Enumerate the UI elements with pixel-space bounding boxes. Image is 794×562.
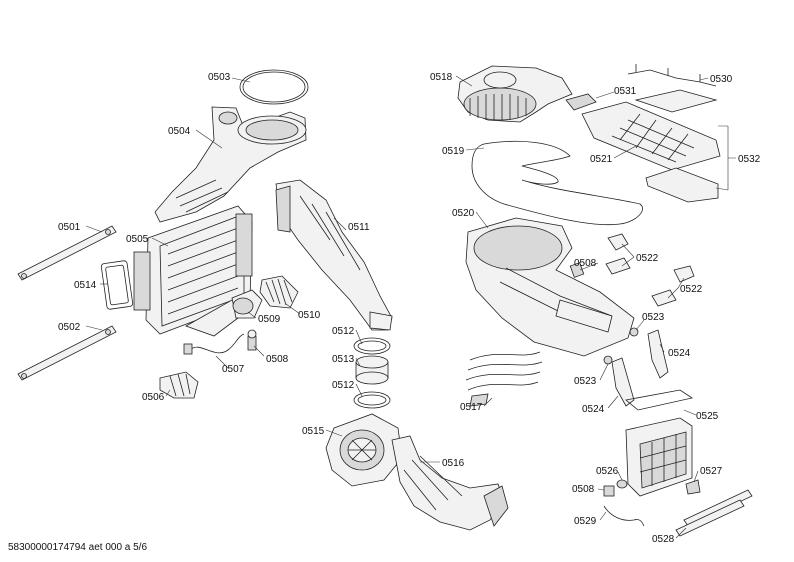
part-0530-cover-plate[interactable] xyxy=(634,89,718,113)
part-0506-elbow-hose[interactable] xyxy=(159,371,199,399)
part-0516-outlet-duct[interactable] xyxy=(391,435,509,531)
label-0508-bottom: 0508 xyxy=(572,484,595,495)
part-0525-water-container[interactable] xyxy=(625,389,694,497)
label-0524-upper: 0524 xyxy=(668,348,691,359)
label-0518: 0518 xyxy=(430,72,453,83)
part-0509-hose[interactable] xyxy=(231,289,263,319)
label-0516: 0516 xyxy=(442,458,465,469)
label-0512-lower: 0512 xyxy=(332,380,355,391)
label-0524-lower: 0524 xyxy=(582,404,605,415)
leader-lines xyxy=(85,75,736,539)
label-0517: 0517 xyxy=(460,402,483,413)
part-0522-sensor-lower[interactable] xyxy=(651,265,695,307)
part-0512-clamp-upper[interactable] xyxy=(353,337,391,355)
part-0510-bellows-hose[interactable] xyxy=(259,275,299,309)
label-0506: 0506 xyxy=(142,392,165,403)
label-0522-lower: 0522 xyxy=(680,284,703,295)
part-0518-blower-housing[interactable] xyxy=(457,65,573,123)
part-0530-cable[interactable] xyxy=(627,64,717,87)
part-0524-bracket-upper[interactable] xyxy=(647,329,669,379)
part-0514-seal-frame[interactable] xyxy=(100,260,134,310)
part-0508-sensor-bottom[interactable] xyxy=(603,485,615,497)
label-0513: 0513 xyxy=(332,354,355,365)
label-0508-right: 0508 xyxy=(574,258,597,269)
part-0512-clamp-lower[interactable] xyxy=(353,391,391,409)
label-0521: 0521 xyxy=(590,154,613,165)
label-0520: 0520 xyxy=(452,208,475,219)
document-reference-footer: 58300000174794 aet 000 a 5/6 xyxy=(8,542,148,553)
part-0507-sensor-cable[interactable] xyxy=(183,333,245,355)
label-0512-upper: 0512 xyxy=(332,326,355,337)
part-0511-air-channel[interactable] xyxy=(275,179,393,331)
label-0519: 0519 xyxy=(442,146,465,157)
part-0526-valve[interactable] xyxy=(616,479,628,489)
part-0520-base-housing[interactable] xyxy=(465,217,635,357)
label-0505: 0505 xyxy=(126,234,149,245)
part-0508-sensor[interactable] xyxy=(247,329,257,351)
part-0502-rail[interactable] xyxy=(17,325,117,381)
label-0509: 0509 xyxy=(258,314,281,325)
label-0526: 0526 xyxy=(596,466,619,477)
label-0522-upper: 0522 xyxy=(636,253,659,264)
part-0508-sensor-right[interactable] xyxy=(569,262,585,278)
label-0508-left: 0508 xyxy=(266,354,289,365)
part-0528-rail[interactable] xyxy=(675,489,753,537)
part-0519-seal-loop[interactable] xyxy=(471,140,643,226)
part-0503-gasket-ring[interactable] xyxy=(239,69,309,105)
label-0507: 0507 xyxy=(222,364,245,375)
part-0532-cover-plate[interactable] xyxy=(645,167,719,203)
part-0522-sensor-upper[interactable] xyxy=(605,233,631,275)
label-0523-upper: 0523 xyxy=(642,312,665,323)
label-0501: 0501 xyxy=(58,222,81,233)
label-0530: 0530 xyxy=(710,74,733,85)
part-0513-sleeve[interactable] xyxy=(355,355,389,385)
label-0503: 0503 xyxy=(208,72,231,83)
label-0532: 0532 xyxy=(738,154,761,165)
part-0529-cable[interactable] xyxy=(603,505,645,527)
label-0529: 0529 xyxy=(574,516,597,527)
label-0502: 0502 xyxy=(58,322,81,333)
part-0504-air-duct[interactable] xyxy=(154,106,307,223)
part-0501-rail[interactable] xyxy=(17,225,117,281)
label-0515: 0515 xyxy=(302,426,325,437)
part-0521-filter-tray[interactable] xyxy=(581,101,721,171)
label-0525: 0525 xyxy=(696,411,719,422)
label-0514: 0514 xyxy=(74,280,97,291)
label-0528: 0528 xyxy=(652,534,675,545)
part-0531-bracket[interactable] xyxy=(565,93,597,111)
label-0531: 0531 xyxy=(614,86,637,97)
label-0511: 0511 xyxy=(348,222,370,233)
part-0505-condenser[interactable] xyxy=(133,205,255,337)
part-0527-clip[interactable] xyxy=(685,479,701,495)
label-0510: 0510 xyxy=(298,310,321,321)
part-0517-heater-element[interactable] xyxy=(465,351,543,407)
label-0504: 0504 xyxy=(168,126,191,137)
label-0527: 0527 xyxy=(700,466,723,477)
label-0523-lower: 0523 xyxy=(574,376,597,387)
part-0515-fan-motor[interactable] xyxy=(325,413,403,487)
